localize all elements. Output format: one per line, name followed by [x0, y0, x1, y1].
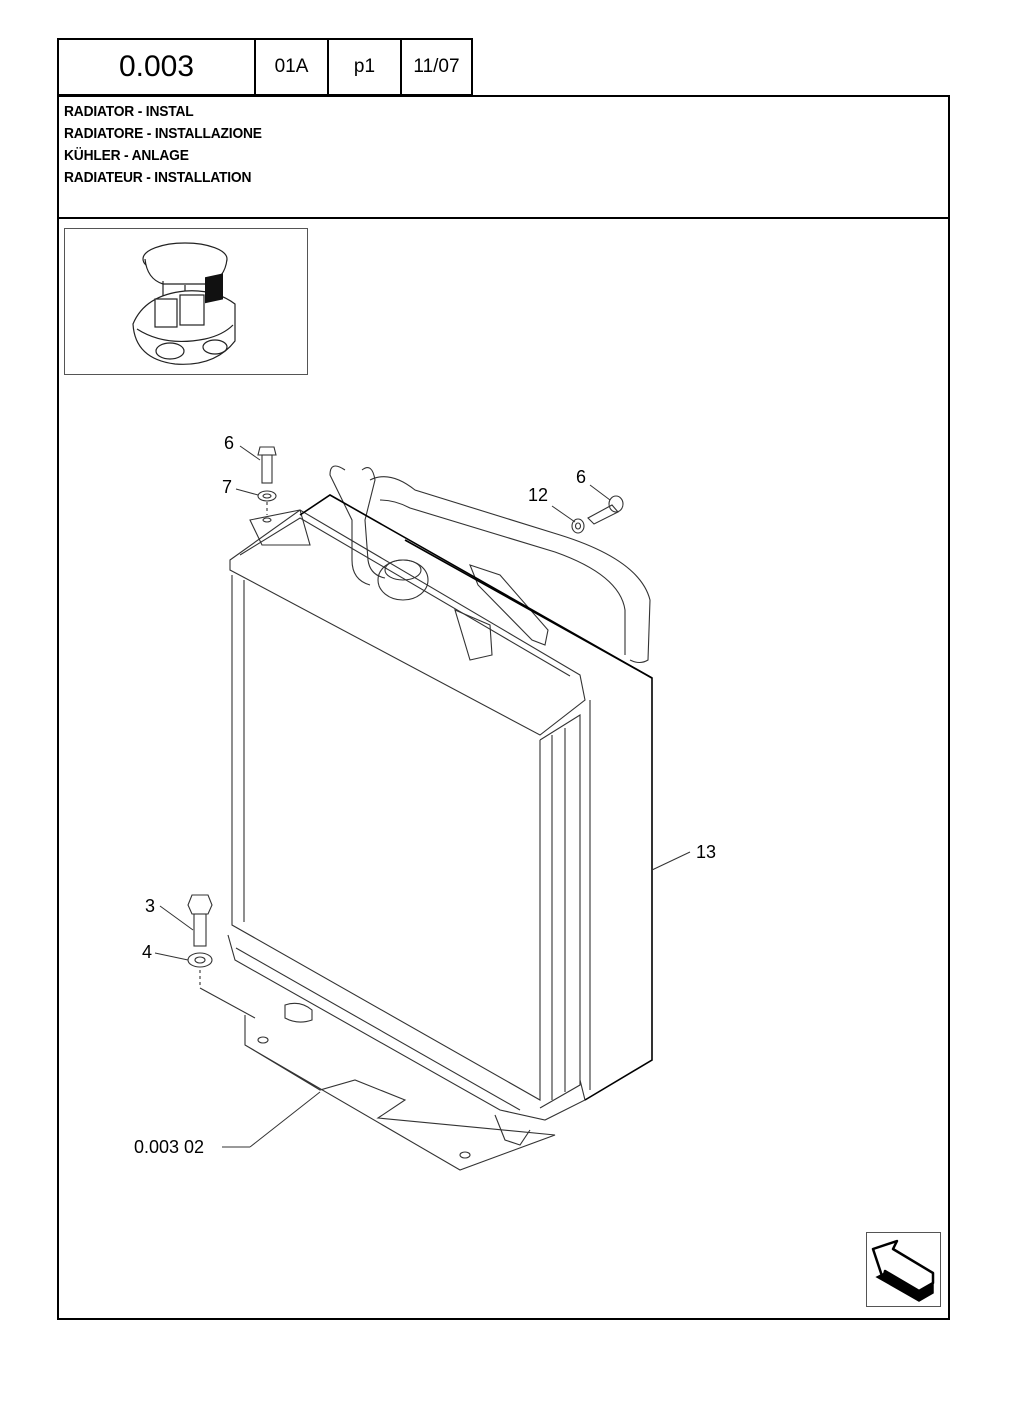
page-number: p1 — [327, 38, 400, 96]
machine-location-thumbnail — [64, 228, 308, 375]
title-english: RADIATOR - INSTAL — [64, 103, 194, 120]
machine-thumbnail-icon — [132, 242, 236, 365]
callout-radiator: 13 — [696, 842, 717, 862]
callout-bolt-top-left: 6 — [224, 433, 235, 453]
title-block: RADIATOR - INSTAL RADIATORE - INSTALLAZI… — [57, 95, 950, 218]
callout-bolt-right: 6 — [576, 467, 587, 487]
callout-bracket-reference: 0.003 02 — [134, 1137, 205, 1157]
title-italian: RADIATORE - INSTALLAZIONE — [64, 125, 262, 142]
section-number: 0.003 — [57, 38, 254, 96]
revision-code: 01A — [254, 38, 327, 96]
callout-washer-bottom: 4 — [142, 942, 153, 962]
title-german: KÜHLER - ANLAGE — [64, 147, 189, 164]
header-row: 0.003 01A p1 11/07 — [57, 38, 473, 96]
return-arrow-icon — [871, 1239, 935, 1302]
callout-washer-top-left: 7 — [222, 477, 233, 497]
callout-washer-right: 12 — [528, 485, 549, 505]
title-french: RADIATEUR - INSTALLATION — [64, 169, 252, 186]
drawing-area — [57, 217, 950, 1320]
callout-bolt-bottom: 3 — [145, 896, 156, 916]
return-navigation-button[interactable] — [866, 1232, 941, 1307]
date-code: 11/07 — [400, 38, 473, 96]
